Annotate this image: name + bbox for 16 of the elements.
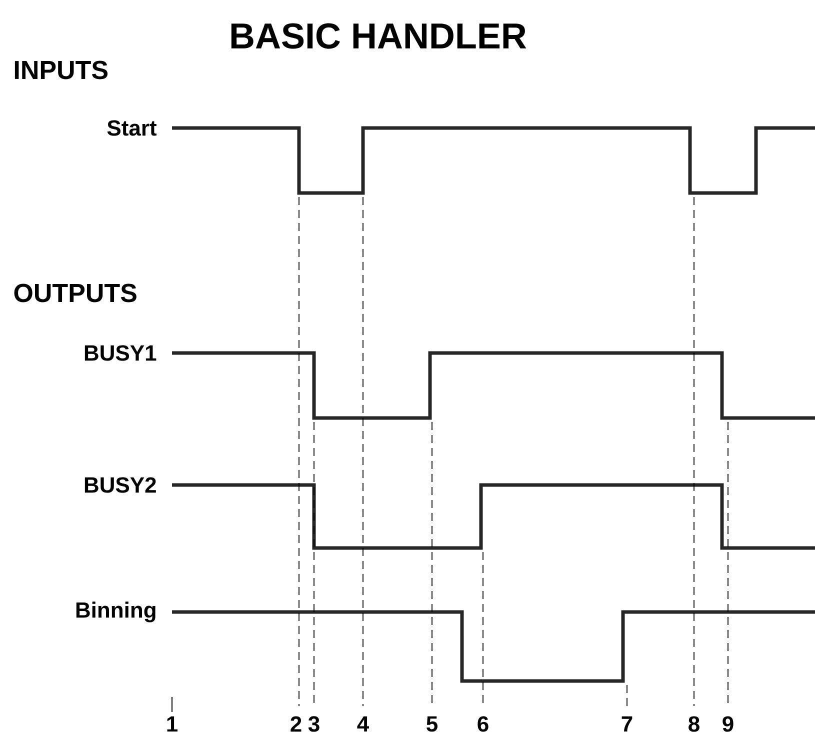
section-heading: OUTPUTS [14, 284, 136, 302]
event-number: 3 [308, 716, 320, 732]
event-number: 1 [167, 716, 178, 732]
event-number: 2 [290, 716, 302, 732]
event-number: 9 [722, 716, 734, 732]
signal-name: Binning [76, 602, 156, 622]
event-number: 7 [622, 716, 632, 732]
section-heading: INPUTS [14, 60, 108, 80]
event-number: 4 [357, 716, 369, 732]
signal-name: BUSY1 [84, 345, 156, 361]
event-number: 6 [478, 716, 488, 732]
title: BASIC HANDLER [231, 23, 526, 49]
signal-name: Start [107, 120, 157, 136]
event-number: 8 [688, 716, 700, 732]
event-number: 5 [426, 716, 438, 732]
signal-name: BUSY2 [84, 477, 156, 493]
